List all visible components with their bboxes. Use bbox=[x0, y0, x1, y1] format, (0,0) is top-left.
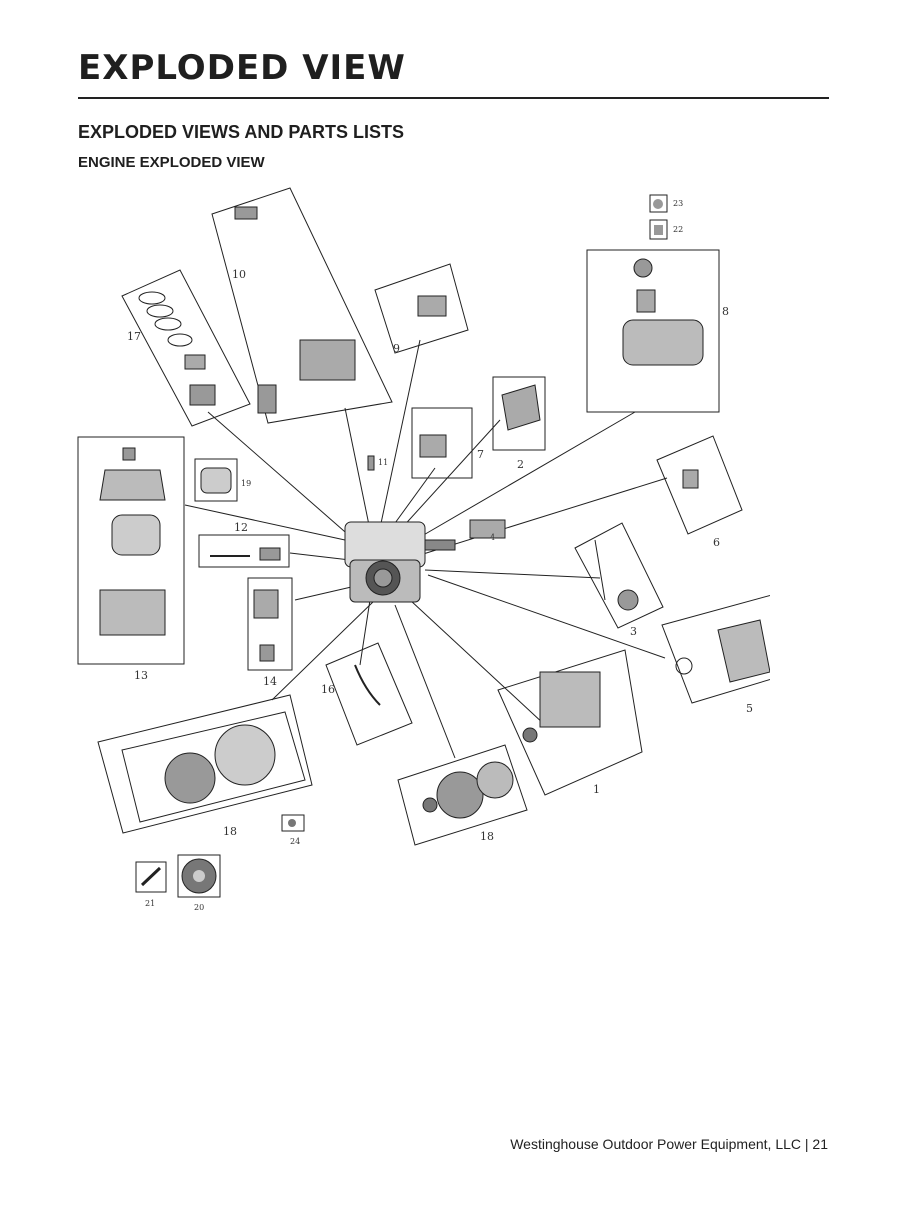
section-heading: EXPLODED VIEWS AND PARTS LISTS bbox=[78, 122, 405, 142]
group-5: 5 bbox=[661, 594, 770, 715]
group-17: 18 bbox=[397, 744, 528, 846]
page-title: EXPLODED VIEW bbox=[78, 48, 406, 88]
group-14: 14 bbox=[247, 577, 293, 688]
page-footer: Westinghouse Outdoor Power Equipment, LL… bbox=[510, 1136, 828, 1152]
part-19: 19 bbox=[194, 458, 251, 502]
group-label-13: 13 bbox=[134, 669, 148, 682]
group-9: 9 bbox=[374, 263, 469, 355]
group-label-18: 18 bbox=[223, 825, 237, 838]
group-2: 2 bbox=[492, 376, 546, 471]
group-label-7: 7 bbox=[477, 448, 484, 461]
part-22: 20 bbox=[177, 854, 221, 912]
group-label-3: 3 bbox=[630, 625, 637, 638]
group-18: 18 bbox=[97, 694, 313, 838]
group-15: 17 bbox=[121, 269, 251, 427]
engine-assembly bbox=[344, 519, 506, 603]
part-11: 11 bbox=[367, 455, 388, 471]
group-label-12: 12 bbox=[234, 521, 248, 534]
part-label-19: 19 bbox=[241, 479, 251, 488]
group-label-16: 16 bbox=[321, 683, 335, 696]
group-label-15: 17 bbox=[127, 330, 141, 343]
group-label-6: 6 bbox=[713, 536, 720, 549]
sub-heading: ENGINE EXPLODED VIEW bbox=[78, 154, 265, 171]
part-label-20: 22 bbox=[673, 225, 683, 234]
part-4: 4 bbox=[490, 533, 495, 542]
part-label-21: 23 bbox=[673, 199, 683, 208]
part-label-11: 11 bbox=[378, 458, 388, 467]
group-label-2: 2 bbox=[517, 458, 524, 471]
group-label-17: 18 bbox=[480, 830, 494, 843]
group-label-14: 14 bbox=[263, 675, 277, 688]
part-label-23: 21 bbox=[145, 899, 155, 908]
part-23: 21 bbox=[135, 861, 167, 908]
title-rule bbox=[78, 97, 829, 99]
group-label-1: 1 bbox=[593, 783, 600, 796]
part-20-21: 23 22 bbox=[649, 194, 683, 240]
group-label-8: 8 bbox=[722, 305, 729, 318]
engine-exploded-diagram: 10 17 9 7 2 8 bbox=[77, 187, 770, 912]
part-24: 24 bbox=[281, 814, 305, 846]
part-label-22: 20 bbox=[194, 903, 204, 912]
leader-lines bbox=[184, 339, 668, 759]
group-label-5: 5 bbox=[746, 702, 753, 715]
group-6: 6 bbox=[656, 435, 743, 549]
group-1: 1 bbox=[497, 649, 643, 796]
part-label-4: 4 bbox=[490, 533, 495, 542]
group-10: 10 bbox=[211, 187, 393, 424]
group-7: 7 bbox=[411, 407, 484, 479]
group-label-10: 10 bbox=[232, 268, 246, 281]
group-16: 16 bbox=[321, 642, 413, 746]
group-label-9: 9 bbox=[393, 342, 400, 355]
group-8: 8 bbox=[586, 249, 729, 413]
group-13: 13 bbox=[77, 436, 185, 682]
group-3: 3 bbox=[574, 522, 664, 638]
part-label-24: 24 bbox=[290, 837, 300, 846]
group-12: 12 bbox=[198, 521, 290, 568]
